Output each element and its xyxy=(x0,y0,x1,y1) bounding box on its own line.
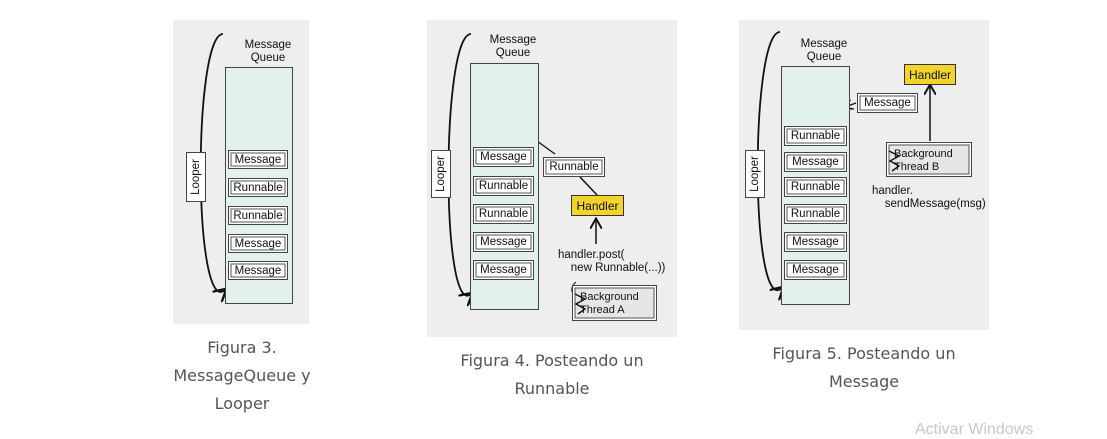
figure3-queue-item: Message xyxy=(228,150,288,169)
figure5-caption-line: Message xyxy=(828,372,900,391)
figure3-caption-line: MessageQueue y xyxy=(173,366,311,385)
figure3-looper-label: Looper xyxy=(190,159,202,195)
figure4-caption-line: Runnable xyxy=(514,379,590,398)
figure3-looper: Looper xyxy=(186,152,206,202)
figure3-queue-title: Message Queue xyxy=(244,39,292,64)
windows-activation-watermark: Activar Windows xyxy=(915,421,1034,438)
figure3-caption: Figura 3. MessageQueue y Looper xyxy=(150,334,334,418)
figure4-handler: Handler xyxy=(571,195,624,216)
figure3-caption-line: Figura 3. xyxy=(207,338,277,357)
figure5-caption-line: Figura 5. Posteando un xyxy=(772,344,956,363)
figure5-caption: Figura 5. Posteando un Message xyxy=(739,340,989,396)
figure5-queue-item: Message xyxy=(784,152,847,172)
figure3-queue-item: Runnable xyxy=(228,178,288,197)
thread-squiggle-icon xyxy=(888,150,901,172)
figure3-diagram: Message Queue Looper Message Runnable Ru… xyxy=(173,20,309,324)
figure4-caption-line: Figura 4. Posteando un xyxy=(460,351,644,370)
figure5-queue-item: Runnable xyxy=(784,126,847,146)
figure5-queue-title: Message Queue xyxy=(800,38,848,63)
figure3-queue-item: Runnable xyxy=(228,206,288,225)
figure4-queue-item: Message xyxy=(473,147,534,167)
figure5-handler: Handler xyxy=(904,64,956,85)
figure5-queue-item: Message xyxy=(784,232,847,252)
figure3-queue-item: Message xyxy=(228,261,288,280)
figure4-diagram: Message Queue Looper Message Runnable Ru… xyxy=(427,20,677,337)
figure5-looper-label: Looper xyxy=(749,156,761,192)
figure5-thread-label: Background Thread B xyxy=(894,148,953,173)
figure4-thread-label: Background Thread A xyxy=(580,291,639,316)
figure5-diagram: Message Queue Looper Runnable Message Ru… xyxy=(739,20,989,330)
figure4-queue-title: Message Queue xyxy=(489,34,537,59)
figure5-background-thread: Background Thread B xyxy=(886,142,972,177)
figure5-queue-item: Runnable xyxy=(784,204,847,224)
figure4-queue-item: Message xyxy=(473,232,534,252)
figure3-queue-item: Message xyxy=(228,234,288,253)
figure4-looper-label: Looper xyxy=(435,156,447,192)
figure4-queue-item: Runnable xyxy=(473,176,534,196)
figure4-background-thread: Background Thread A xyxy=(572,285,657,321)
figure5-code: handler. sendMessage(msg) xyxy=(872,185,986,210)
figure4-queue-item: Message xyxy=(473,260,534,280)
figure3-caption-line: Looper xyxy=(214,394,270,413)
figure4-runnable-box: Runnable xyxy=(543,157,605,177)
figure4-queue-item: Runnable xyxy=(473,204,534,224)
figure5-looper: Looper xyxy=(745,150,765,198)
figure4-caption: Figura 4. Posteando un Runnable xyxy=(427,347,677,403)
figure5-queue-item: Message xyxy=(784,260,847,280)
figure5-queue-item: Runnable xyxy=(784,177,847,197)
figure4-looper: Looper xyxy=(431,150,451,198)
figure5-message-box: Message xyxy=(857,93,918,113)
figure4-code: handler.post( new Runnable(...)) xyxy=(558,249,666,274)
thread-squiggle-icon xyxy=(574,293,587,315)
